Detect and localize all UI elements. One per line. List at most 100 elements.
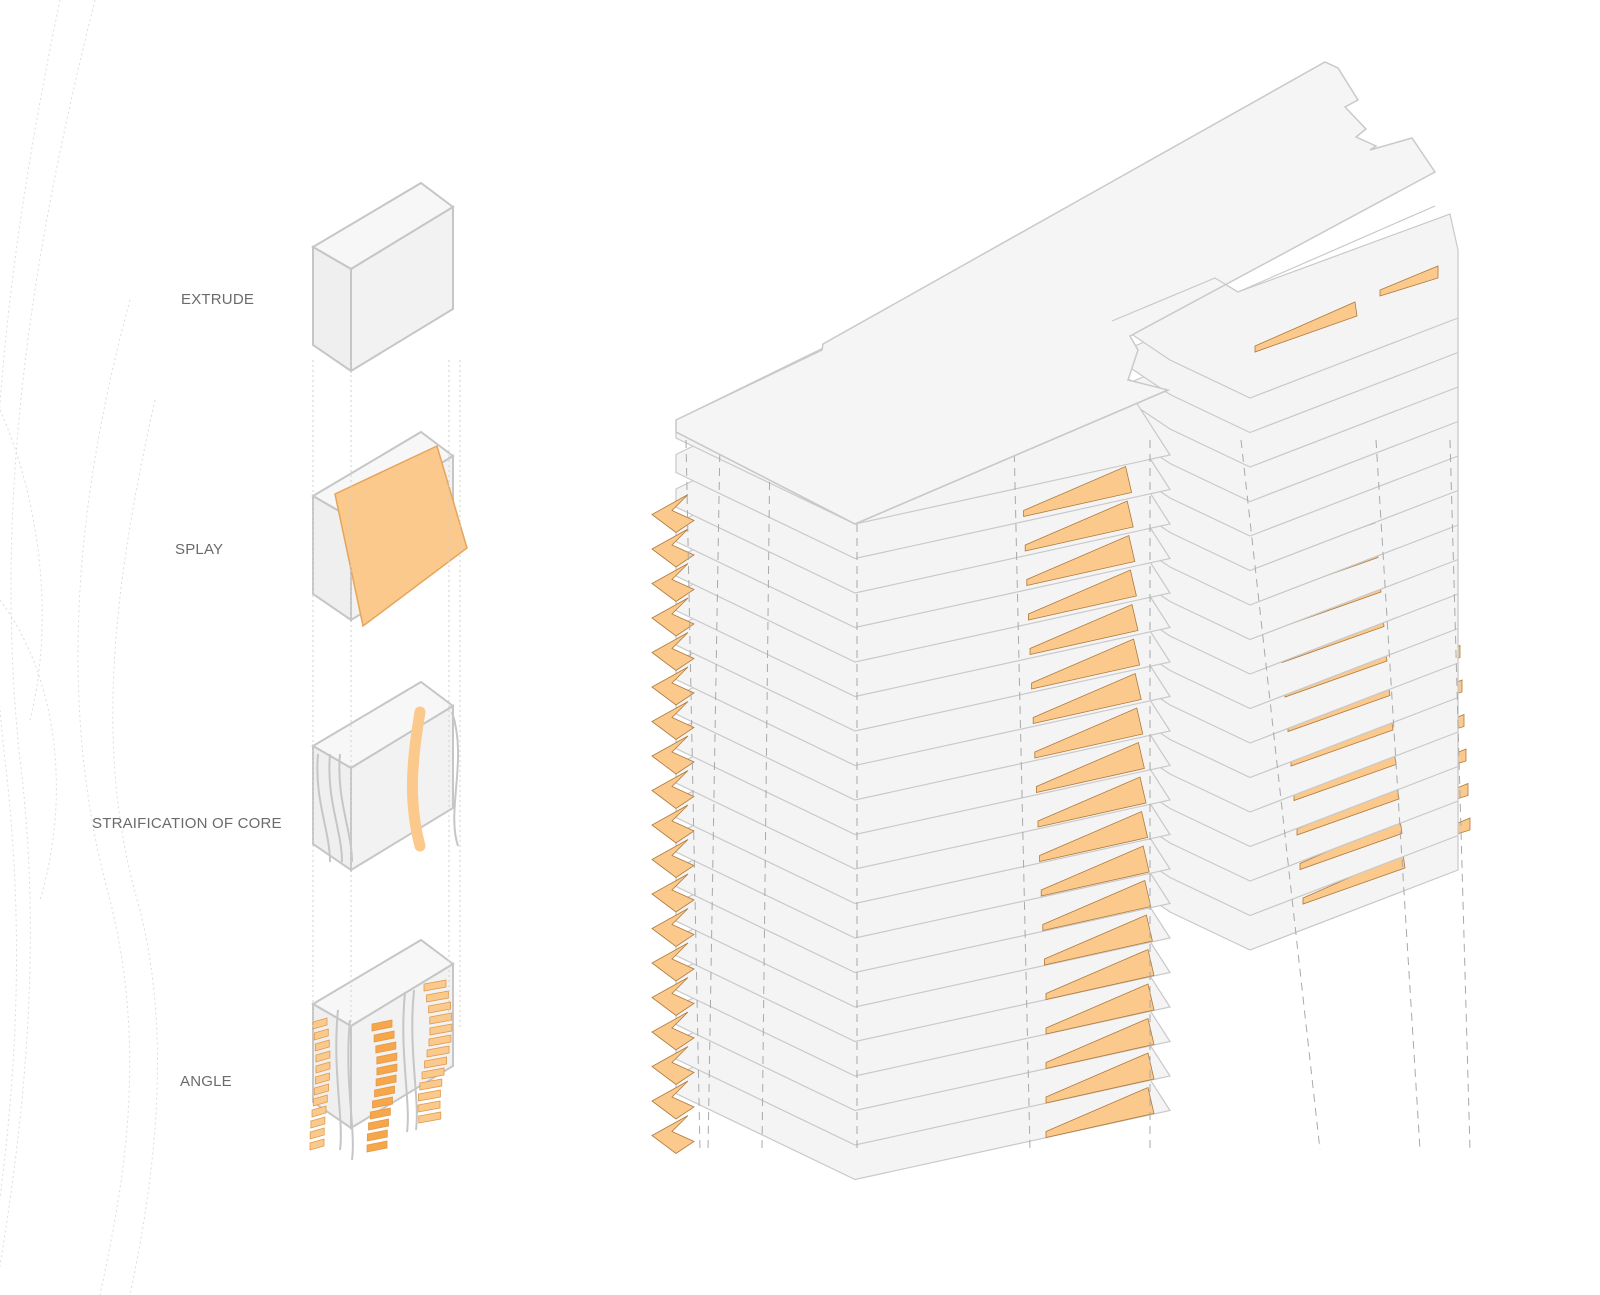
box-side-face	[312, 245, 352, 373]
fin	[372, 1096, 393, 1109]
balcony-fin	[1026, 534, 1136, 586]
fin	[369, 1107, 391, 1120]
fin	[426, 990, 449, 1003]
balcony-fin	[1028, 569, 1137, 621]
fin	[429, 1023, 453, 1036]
balcony-fin	[1254, 301, 1358, 353]
column-line	[1449, 439, 1471, 1151]
fin	[376, 1063, 398, 1076]
box-front-face	[350, 205, 454, 373]
splay-edge	[451, 711, 459, 847]
fin	[311, 1105, 327, 1118]
balcony-fin	[651, 1011, 695, 1051]
contour-line	[0, 409, 43, 721]
fin	[421, 1067, 445, 1080]
balcony-fin	[1039, 810, 1149, 862]
core-groove	[328, 753, 343, 863]
core-strip	[406, 706, 426, 852]
balcony-fin	[651, 942, 695, 982]
step-label-extrude: EXTRUDE	[181, 291, 255, 308]
balcony-fin	[651, 666, 695, 706]
fin	[429, 1012, 453, 1025]
column-line	[761, 439, 771, 1151]
fin	[376, 1052, 398, 1065]
core-groove	[347, 1019, 354, 1161]
balcony-fin	[651, 839, 695, 878]
balcony-fin	[1036, 741, 1145, 793]
balcony-fin	[1045, 1086, 1155, 1138]
balcony-fin	[651, 977, 695, 1016]
fin	[424, 1056, 447, 1069]
balcony-fin	[1037, 776, 1147, 828]
contour-line	[0, 599, 57, 901]
balcony-fin	[1045, 983, 1155, 1035]
balcony-fin	[1034, 707, 1144, 759]
balcony-fin	[651, 735, 695, 775]
fin	[417, 1100, 441, 1113]
fin	[426, 1045, 450, 1058]
balcony-fin	[651, 632, 695, 671]
angle-step-icon	[309, 938, 455, 1161]
background-contour-lines	[0, 0, 158, 1295]
balcony-fin	[1029, 603, 1139, 655]
balcony-fin	[1045, 1052, 1155, 1104]
balcony-fin	[1040, 845, 1150, 897]
balcony-fin	[1031, 638, 1141, 690]
fin	[419, 1078, 443, 1091]
balcony-fin	[1379, 265, 1439, 297]
contour-line	[0, 0, 61, 1201]
column-line	[1375, 439, 1421, 1151]
contour-line	[112, 399, 158, 1295]
fin	[315, 1072, 330, 1085]
balcony-fin	[1023, 465, 1133, 517]
box-side-face	[312, 744, 352, 872]
roof-slab	[675, 61, 1437, 525]
fin	[428, 1034, 452, 1047]
box-front-face	[350, 962, 454, 1130]
splay-face	[334, 444, 468, 628]
contour-line	[77, 299, 131, 1295]
fin	[313, 1028, 329, 1041]
core-groove	[335, 1009, 342, 1151]
balcony-fin	[651, 873, 695, 913]
fin	[428, 1001, 451, 1014]
fin	[312, 1094, 328, 1107]
fin	[366, 1129, 388, 1142]
fin	[375, 1041, 397, 1054]
balcony-fin	[651, 494, 695, 533]
balcony-fin	[651, 1115, 695, 1154]
splay-step-icon	[311, 430, 468, 628]
step-label-angle: ANGLE	[180, 1073, 232, 1090]
step-label-stratification: STRAIFICATION OF CORE	[92, 815, 282, 832]
exploded-tower-axonometric	[651, 61, 1471, 1181]
fin	[375, 1074, 397, 1087]
fin	[368, 1118, 389, 1131]
fin	[373, 1030, 395, 1043]
balcony-fin	[651, 1046, 695, 1085]
fin	[423, 979, 447, 992]
fin	[366, 1140, 388, 1153]
fin	[418, 1111, 442, 1124]
column-line	[1013, 439, 1031, 1151]
balcony-fin	[651, 701, 695, 740]
fin	[310, 1116, 326, 1129]
fin	[374, 1085, 395, 1098]
fin	[371, 1019, 393, 1032]
core-groove	[316, 753, 331, 863]
stratification-step-icon	[311, 680, 459, 872]
step-label-splay: SPLAY	[175, 541, 224, 558]
balcony-fin	[1042, 879, 1152, 931]
balcony-fin	[1045, 1017, 1155, 1069]
balcony-fin	[1044, 914, 1153, 966]
balcony-fin	[1024, 500, 1134, 552]
column-line	[1240, 439, 1321, 1151]
fin	[314, 1039, 330, 1052]
extrude-step-icon	[311, 181, 455, 373]
fin	[315, 1061, 331, 1074]
upper-east-slab-edge	[1111, 205, 1436, 322]
contour-line	[0, 0, 96, 1269]
column-line	[707, 439, 721, 1151]
core-groove	[411, 989, 418, 1131]
balcony-fin	[651, 528, 695, 568]
fin	[314, 1083, 329, 1096]
